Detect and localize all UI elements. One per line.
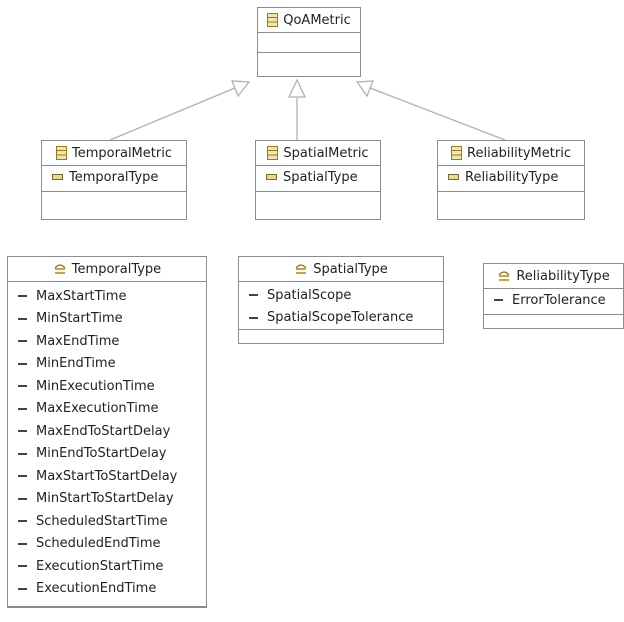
attribute-row[interactable]: TemporalType bbox=[42, 166, 186, 188]
literals-compartment: ErrorTolerance bbox=[484, 289, 623, 315]
enum-name: SpatialType bbox=[313, 261, 388, 277]
inheritance-connectors bbox=[109, 78, 506, 141]
enum-name: TemporalType bbox=[71, 261, 162, 277]
attributes-compartment bbox=[258, 33, 360, 53]
enum-literal[interactable]: MinStartTime bbox=[8, 308, 206, 331]
enum-literal[interactable]: ExecutionStartTime bbox=[8, 555, 206, 578]
enum-literal[interactable]: MinEndTime bbox=[8, 353, 206, 376]
operations-compartment bbox=[484, 315, 623, 329]
attribute-type: ReliabilityType bbox=[465, 169, 559, 185]
operations-compartment bbox=[256, 192, 380, 206]
class-name: ReliabilityMetric bbox=[467, 145, 571, 161]
enum-literal[interactable]: MinEndToStartDelay bbox=[8, 443, 206, 466]
literal-icon bbox=[18, 340, 27, 343]
field-icon bbox=[266, 174, 277, 180]
attribute-type: TemporalType bbox=[69, 169, 159, 185]
literal-icon bbox=[249, 316, 258, 319]
enumeration-icon bbox=[497, 270, 511, 282]
field-icon bbox=[448, 174, 459, 180]
enum-name: ReliabilityType bbox=[516, 268, 610, 284]
literal-icon bbox=[18, 407, 27, 410]
enum-header: SpatialType bbox=[239, 257, 443, 282]
enum-literal[interactable]: MinExecutionTime bbox=[8, 375, 206, 398]
generalization-arrowhead bbox=[355, 80, 374, 98]
literal-icon bbox=[18, 475, 27, 478]
enum-header: ReliabilityType bbox=[484, 264, 623, 289]
literals-compartment: SpatialScope SpatialScopeTolerance bbox=[239, 282, 443, 330]
enum-reliabilitytype[interactable]: ReliabilityType ErrorTolerance bbox=[483, 263, 624, 329]
class-header: SpatialMetric bbox=[256, 141, 380, 166]
class-name: QoAMetric bbox=[283, 12, 351, 28]
class-temporalmetric[interactable]: TemporalMetric TemporalType bbox=[41, 140, 187, 220]
enum-literal[interactable]: ExecutionEndTime bbox=[8, 578, 206, 601]
enum-literal[interactable]: ScheduledEndTime bbox=[8, 533, 206, 556]
class-spatialmetric[interactable]: SpatialMetric SpatialType bbox=[255, 140, 381, 220]
literal-icon bbox=[494, 299, 503, 302]
enum-header: TemporalType bbox=[8, 257, 206, 282]
enum-literal[interactable]: ScheduledStartTime bbox=[8, 510, 206, 533]
operations-compartment bbox=[42, 192, 186, 206]
literal-icon bbox=[18, 317, 27, 320]
literal-icon bbox=[18, 385, 27, 388]
enum-literal[interactable]: MaxEndTime bbox=[8, 330, 206, 353]
enum-literal[interactable]: MinStartToStartDelay bbox=[8, 488, 206, 511]
literals-compartment: MaxStartTime MinStartTime MaxEndTime Min… bbox=[8, 282, 206, 607]
class-header: ReliabilityMetric bbox=[438, 141, 584, 166]
enumeration-icon bbox=[294, 263, 308, 275]
class-icon bbox=[451, 146, 463, 160]
enumeration-icon bbox=[53, 263, 67, 275]
class-reliabilitymetric[interactable]: ReliabilityMetric ReliabilityType bbox=[437, 140, 585, 220]
class-icon bbox=[267, 146, 279, 160]
attribute-type: SpatialType bbox=[283, 169, 358, 185]
enum-literal[interactable]: ErrorTolerance bbox=[484, 289, 623, 312]
generalization-arrowhead bbox=[231, 80, 251, 98]
enum-literal[interactable]: SpatialScopeTolerance bbox=[239, 307, 443, 330]
literal-icon bbox=[18, 295, 27, 298]
enum-spatialtype[interactable]: SpatialType SpatialScope SpatialScopeTol… bbox=[238, 256, 444, 344]
class-icon bbox=[56, 146, 68, 160]
literal-icon bbox=[18, 520, 27, 523]
literal-icon bbox=[18, 565, 27, 568]
generalization-arrowhead bbox=[287, 78, 307, 98]
generalization-reliability-line bbox=[369, 87, 506, 141]
enum-literal[interactable]: MaxStartTime bbox=[8, 285, 206, 308]
literal-icon bbox=[18, 542, 27, 545]
literal-icon bbox=[18, 452, 27, 455]
literal-icon bbox=[18, 430, 27, 433]
class-name: TemporalMetric bbox=[72, 145, 172, 161]
attributes-compartment: TemporalType bbox=[42, 166, 186, 192]
attribute-row[interactable]: ReliabilityType bbox=[438, 166, 584, 188]
operations-compartment bbox=[239, 330, 443, 344]
literal-icon bbox=[18, 587, 27, 590]
class-header: TemporalMetric bbox=[42, 141, 186, 166]
enum-literal[interactable]: SpatialScope bbox=[239, 284, 443, 307]
class-qoametric[interactable]: QoAMetric bbox=[257, 7, 361, 77]
class-icon bbox=[267, 13, 279, 27]
field-icon bbox=[52, 174, 63, 180]
enum-literal[interactable]: MaxExecutionTime bbox=[8, 398, 206, 421]
class-name: SpatialMetric bbox=[283, 145, 369, 161]
generalization-temporal-line bbox=[109, 87, 236, 141]
literal-icon bbox=[18, 362, 27, 365]
class-header: QoAMetric bbox=[258, 8, 360, 33]
operations-compartment bbox=[8, 607, 206, 622]
enum-literal[interactable]: MaxEndToStartDelay bbox=[8, 420, 206, 443]
literal-icon bbox=[18, 497, 27, 500]
enum-literal[interactable]: MaxStartToStartDelay bbox=[8, 465, 206, 488]
operations-compartment bbox=[258, 53, 360, 75]
attributes-compartment: SpatialType bbox=[256, 166, 380, 192]
attributes-compartment: ReliabilityType bbox=[438, 166, 584, 192]
attribute-row[interactable]: SpatialType bbox=[256, 166, 380, 188]
literal-icon bbox=[249, 294, 258, 297]
enum-temporaltype[interactable]: TemporalType MaxStartTime MinStartTime M… bbox=[7, 256, 207, 608]
operations-compartment bbox=[438, 192, 584, 206]
